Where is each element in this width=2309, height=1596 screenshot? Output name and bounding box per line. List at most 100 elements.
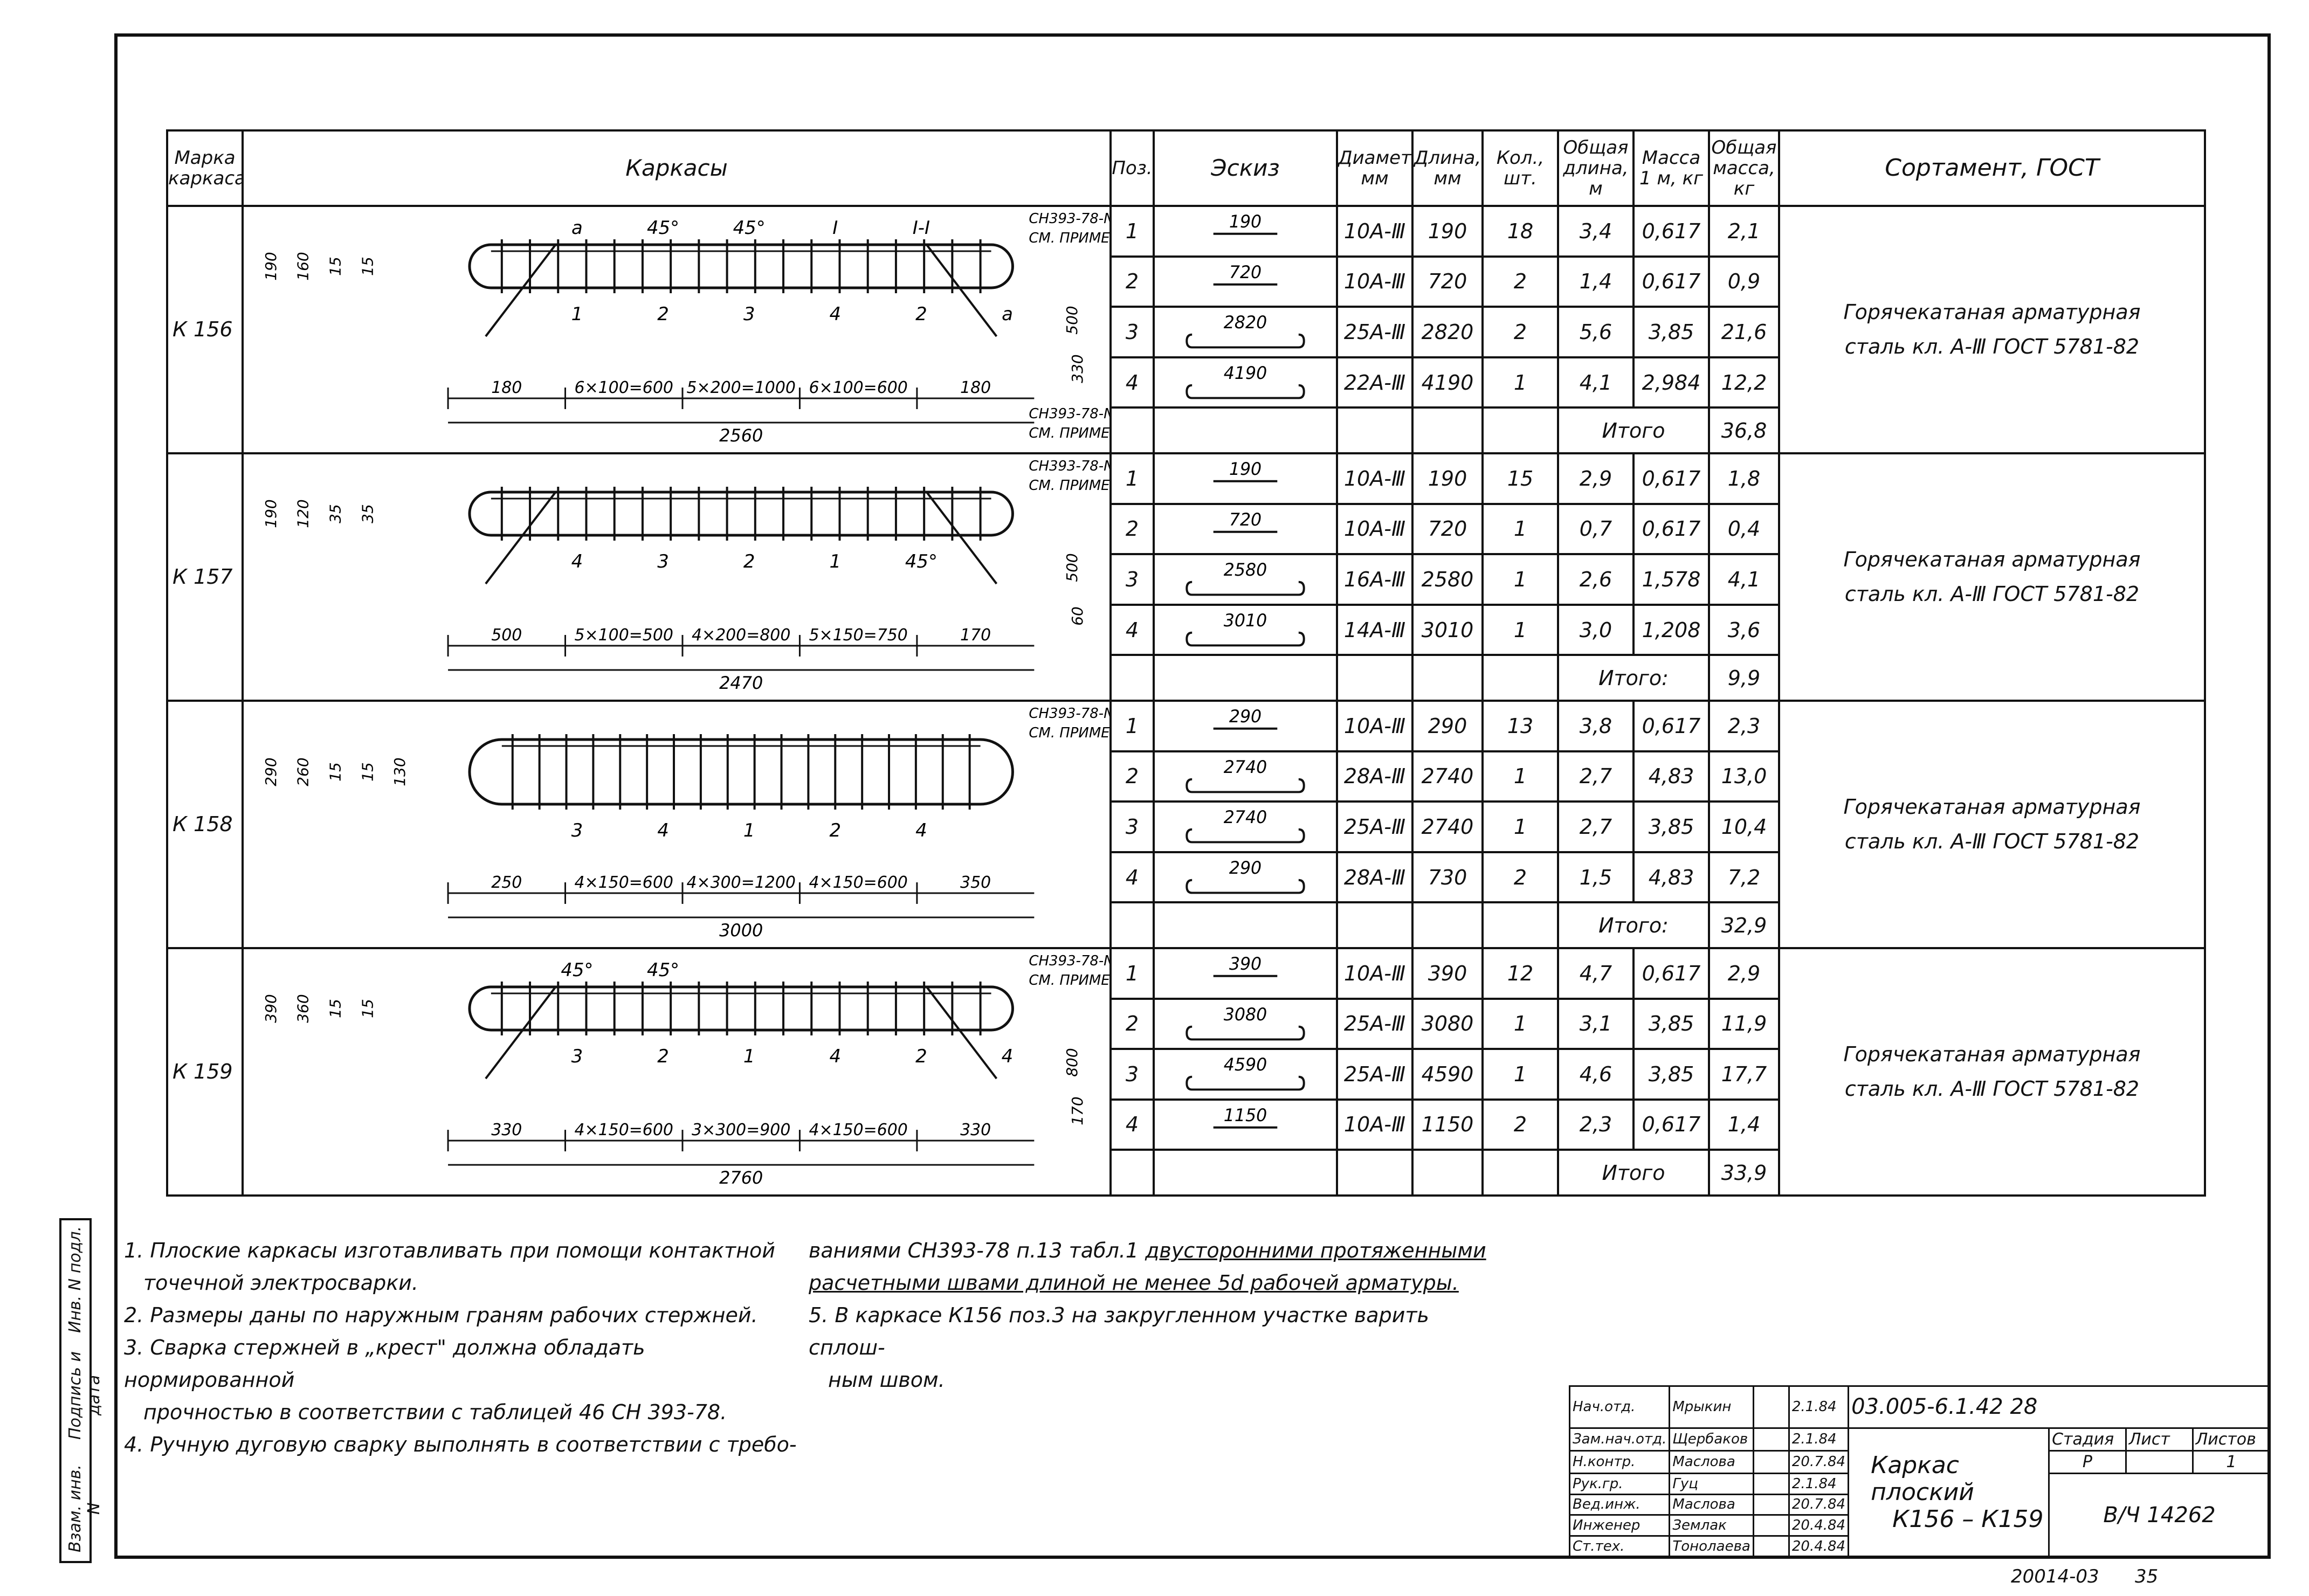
rebar-sketch: 2820: [1185, 313, 1305, 349]
cell-mass: 12,2: [1708, 356, 1780, 409]
drawing-label: 15: [327, 257, 344, 276]
drawing-label: СН393-78-N13-Т5-Т50: [1029, 406, 1109, 422]
cell-diameter: 25А-Ⅲ: [1336, 997, 1414, 1051]
frame-mark: К 158: [166, 699, 244, 949]
drawing-label: 4×300=1200: [686, 873, 795, 892]
col-length: Длина, мм: [1411, 129, 1484, 207]
cell-diameter: 16А-Ⅲ: [1336, 553, 1414, 606]
drawing-label: 15: [359, 762, 376, 782]
tb-role: Нач.отд.: [1568, 1385, 1671, 1429]
rebar-sketch: 2740: [1185, 757, 1305, 793]
drawing-label: 190: [262, 499, 280, 528]
cell-mass-per-m: 0,617: [1632, 502, 1710, 556]
cell-length: 2580: [1411, 553, 1484, 606]
tb-signature: [1752, 1449, 1790, 1474]
cell-empty: [1109, 901, 1155, 949]
cell-sketch: 2580: [1153, 553, 1338, 606]
drawing-label: 290: [262, 757, 280, 786]
drawing-label: 3000: [719, 920, 763, 941]
drawing-label: 6×100=600: [575, 378, 673, 397]
rebar-sketch: 720: [1213, 262, 1278, 286]
total-mass: 33,9: [1708, 1149, 1780, 1197]
cell-mass-per-m: 1,208: [1632, 603, 1710, 657]
cell-total-length: 2,6: [1557, 553, 1635, 606]
tb-date: 20.7.84: [1788, 1449, 1850, 1474]
cell-diameter: 28А-Ⅲ: [1336, 750, 1414, 803]
rebar-shape: [1185, 778, 1305, 793]
drawing-label: 6×100=600: [809, 378, 907, 397]
cell-empty: [1481, 406, 1559, 454]
col-qty: Кол., шт.: [1481, 129, 1559, 207]
organization: В/Ч 14262: [2048, 1472, 2271, 1558]
drawing-label: 3: [743, 303, 755, 325]
cell-length: 290: [1411, 699, 1484, 752]
cell-empty: [1411, 654, 1484, 702]
cell-empty: [1336, 901, 1414, 949]
drawing-label: 180: [491, 378, 522, 397]
tb-signature: [1752, 1385, 1790, 1429]
drawing-label: 3: [571, 820, 583, 841]
sketch-dimension: 290: [1229, 707, 1262, 727]
drawing-code: 03.005-6.1.42 28: [1848, 1385, 2271, 1429]
bent-bar: [485, 491, 557, 585]
drawing-label: 4: [915, 820, 927, 841]
cell-sketch: 2740: [1153, 800, 1338, 853]
cell-total-length: 4,7: [1557, 946, 1635, 1000]
tb-signature: [1752, 1535, 1790, 1558]
cell-qty: 12: [1481, 946, 1559, 1000]
rebar-shape: [1185, 879, 1305, 894]
cell-sketch: 290: [1153, 851, 1338, 904]
note-4: 4. Ручную дуговую сварку выполнять в соо…: [124, 1433, 797, 1456]
cell-length: 1150: [1411, 1098, 1484, 1151]
cell-empty: [1411, 406, 1484, 454]
sortament-line: Горячекатаная арматурная: [1843, 548, 2141, 572]
cell-qty: 13: [1481, 699, 1559, 752]
cell-total-length: 2,3: [1557, 1098, 1635, 1151]
cell-empty: [1411, 901, 1484, 949]
cell-diameter: 10А-Ⅲ: [1336, 502, 1414, 556]
drawing-label: 2560: [719, 425, 763, 446]
sketch-dimension: 2740: [1224, 808, 1267, 827]
cell-pos: 2: [1109, 502, 1155, 556]
cell-empty: [1481, 1149, 1559, 1197]
sheet-value: [2125, 1449, 2194, 1474]
cell-diameter: 25А-Ⅲ: [1336, 1048, 1414, 1101]
cell-pos: 4: [1109, 1098, 1155, 1151]
tb-role: Инженер: [1568, 1514, 1671, 1537]
cell-qty: 1: [1481, 502, 1559, 556]
drawing-label: СН393-78-N13-Т5-125: [1029, 706, 1109, 722]
drawing-label: 2: [657, 303, 669, 325]
drawing-name-2: К156 – К159: [1892, 1505, 2044, 1533]
rebar-shape: [1185, 333, 1305, 349]
note-4c-plain: ваниями СН393-78 п.13 табл.1: [809, 1239, 1146, 1262]
cell-qty: 1: [1481, 553, 1559, 606]
bent-bar: [926, 986, 998, 1080]
bent-bar: [926, 491, 998, 585]
cell-pos: 1: [1109, 452, 1155, 505]
cell-total-length: 4,1: [1557, 356, 1635, 409]
cell-total-length: 1,4: [1557, 255, 1635, 308]
specification-table: Марка каркаса Каркасы Поз. Эскиз Диаметр…: [166, 129, 2206, 1197]
drawing-label: 4×200=800: [692, 626, 790, 645]
cell-sketch: 190: [1153, 205, 1338, 258]
cell-mass: 2,1: [1708, 205, 1780, 258]
cell-sketch: 3010: [1153, 603, 1338, 657]
cell-mass: 10,4: [1708, 800, 1780, 853]
drawing-label: 45°: [647, 217, 679, 239]
cell-total-length: 2,7: [1557, 750, 1635, 803]
cell-mass: 2,9: [1708, 946, 1780, 1000]
drawing-label: а: [571, 217, 583, 239]
cell-empty: [1336, 1149, 1414, 1197]
drawing-label: 180: [960, 378, 991, 397]
sortament-line: Горячекатаная арматурная: [1843, 1042, 2141, 1067]
